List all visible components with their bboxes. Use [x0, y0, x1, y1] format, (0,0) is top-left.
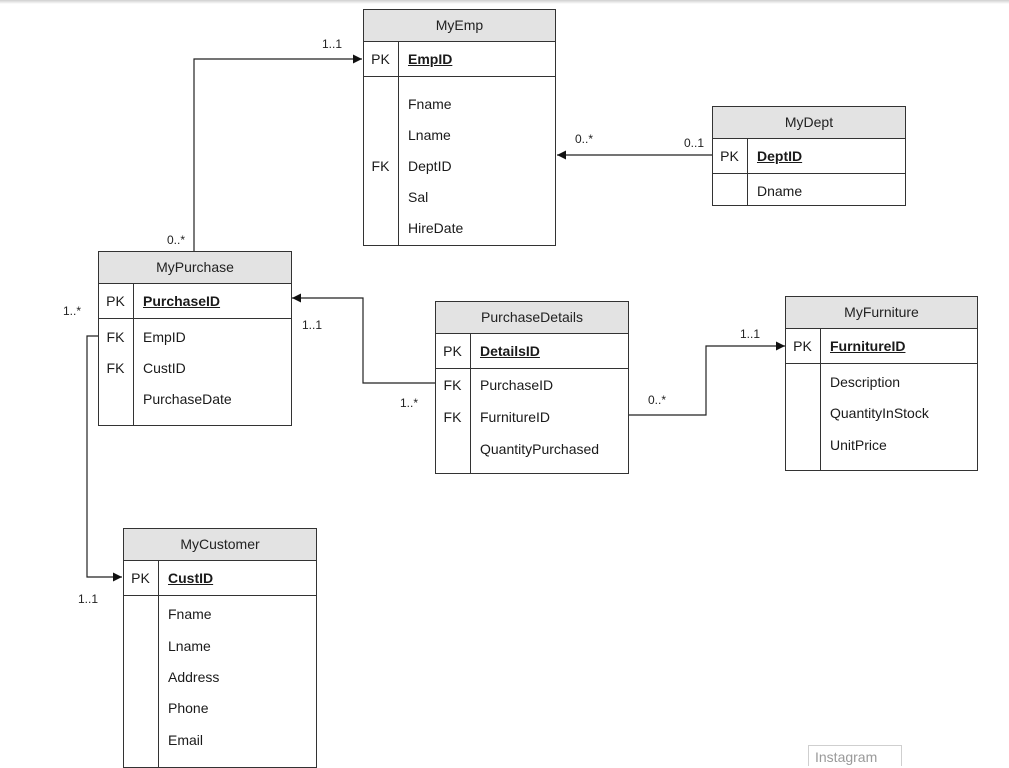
field-key: FK — [106, 360, 125, 376]
multiplicity-label: 1..* — [63, 304, 82, 318]
field-name: Address — [168, 669, 220, 685]
pk-row: PK DeptID — [713, 139, 905, 174]
connector-details-purchase — [292, 293, 435, 384]
multiplicity-label: 1..* — [400, 396, 419, 410]
pk-field: FurnitureID — [830, 338, 906, 354]
field-name: Lname — [168, 638, 211, 654]
entity-title: MyPurchase — [99, 252, 291, 284]
entity-title: MyCustomer — [124, 529, 316, 561]
pk-label: PK — [793, 338, 812, 354]
field-name: Fname — [168, 606, 212, 622]
key-divider — [133, 283, 134, 425]
field-key: FK — [106, 329, 125, 345]
entity-myfurniture[interactable]: MyFurniture PK FurnitureID Description Q… — [785, 296, 978, 471]
key-divider — [820, 328, 821, 470]
field-name: PurchaseID — [480, 377, 554, 393]
key-divider — [747, 138, 748, 205]
entity-myemp[interactable]: MyEmp PK EmpID Fname Lname FK DeptID Sal… — [363, 9, 556, 246]
pk-label: PK — [443, 343, 462, 359]
field-name: DeptID — [408, 158, 452, 174]
entity-title: MyDept — [713, 107, 905, 139]
multiplicity-label: 0..1 — [684, 136, 705, 150]
connector-purchase-customer — [86, 335, 122, 582]
pk-label: PK — [131, 570, 150, 586]
field-name: QuantityInStock — [830, 405, 929, 421]
pk-row: PK DetailsID — [436, 334, 628, 369]
key-divider — [158, 560, 159, 767]
field-name: QuantityPurchased — [480, 441, 600, 457]
pk-row: PK CustID — [124, 561, 316, 596]
multiplicity-label: 1..1 — [302, 318, 323, 332]
pk-label: PK — [720, 148, 739, 164]
field-key: FK — [371, 158, 390, 174]
field-name: Dname — [757, 183, 803, 199]
entity-title: PurchaseDetails — [436, 302, 628, 334]
pk-field: CustID — [168, 570, 214, 586]
field-name: Sal — [408, 189, 429, 205]
field-key: FK — [443, 409, 462, 425]
pk-field: EmpID — [408, 51, 453, 67]
entity-title: MyEmp — [364, 10, 555, 42]
multiplicity-label: 0..* — [167, 233, 186, 247]
entity-mycustomer[interactable]: MyCustomer PK CustID Fname Lname Address… — [123, 528, 317, 768]
field-name: Fname — [408, 96, 452, 112]
multiplicity-label: 1..1 — [78, 592, 99, 606]
top-shadow-bar — [0, 0, 1009, 4]
field-name: FurnitureID — [480, 409, 551, 425]
entity-mydept[interactable]: MyDept PK DeptID Dname — [712, 106, 906, 206]
pk-label: PK — [106, 293, 125, 309]
field-name: HireDate — [408, 220, 464, 236]
field-name: EmpID — [143, 329, 186, 345]
field-name: UnitPrice — [830, 437, 887, 453]
field-name: CustID — [143, 360, 186, 376]
entity-mypurchase[interactable]: MyPurchase PK PurchaseID FK EmpID FK Cus… — [98, 251, 292, 426]
multiplicity-label: 1..1 — [322, 37, 343, 51]
pk-field: PurchaseID — [143, 293, 221, 309]
field-key: FK — [443, 377, 462, 393]
entity-purchasedetails[interactable]: PurchaseDetails PK DetailsID FK Purchase… — [435, 301, 629, 474]
field-name: PurchaseDate — [143, 391, 232, 407]
pk-row: PK PurchaseID — [99, 284, 291, 319]
key-divider — [470, 333, 471, 473]
pk-field: DetailsID — [480, 343, 540, 359]
field-name: Phone — [168, 700, 209, 716]
entity-title: MyFurniture — [786, 297, 977, 329]
key-divider — [398, 41, 399, 245]
instagram-watermark: Instagram — [808, 745, 902, 766]
multiplicity-label: 0..* — [648, 393, 667, 407]
pk-row: PK EmpID — [364, 42, 555, 77]
pk-label: PK — [371, 51, 390, 67]
connector-details-furniture — [629, 341, 785, 416]
multiplicity-label: 0..* — [575, 132, 594, 146]
pk-field: DeptID — [757, 148, 803, 164]
field-name: Email — [168, 732, 204, 748]
connector-purchase-emp — [193, 54, 362, 251]
multiplicity-label: 1..1 — [740, 327, 761, 341]
field-name: Lname — [408, 127, 451, 143]
field-name: Description — [830, 374, 901, 390]
pk-row: PK FurnitureID — [786, 329, 977, 364]
